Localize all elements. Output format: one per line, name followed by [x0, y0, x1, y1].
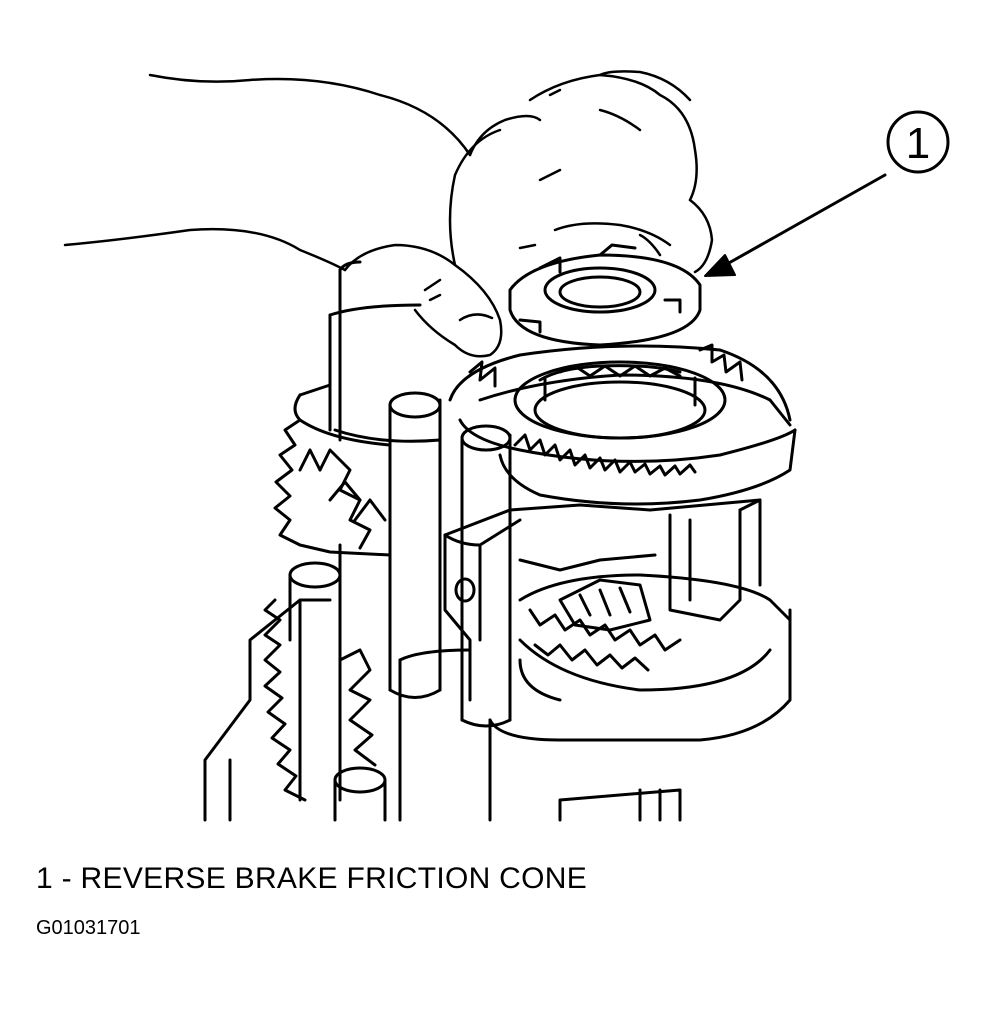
hand — [63, 70, 714, 358]
inner-hub — [513, 360, 727, 440]
figure-code: G01031701 — [36, 917, 141, 939]
callout-leader — [704, 110, 950, 277]
transmission-illustration: 1 — [63, 70, 950, 822]
lower-synchronizer — [518, 573, 792, 702]
upper-gear — [448, 343, 797, 506]
left-helical-gear — [273, 383, 392, 612]
guide-pins — [288, 391, 512, 822]
friction-cone — [508, 243, 702, 347]
lower-left-gears — [263, 598, 377, 802]
figure-caption: 1 - REVERSE BRAKE FRICTION CONE — [36, 862, 588, 895]
callout-circle — [886, 110, 950, 174]
callout-number: 1 — [906, 119, 930, 168]
lower-housing — [203, 598, 792, 822]
main-shaft — [328, 260, 442, 443]
